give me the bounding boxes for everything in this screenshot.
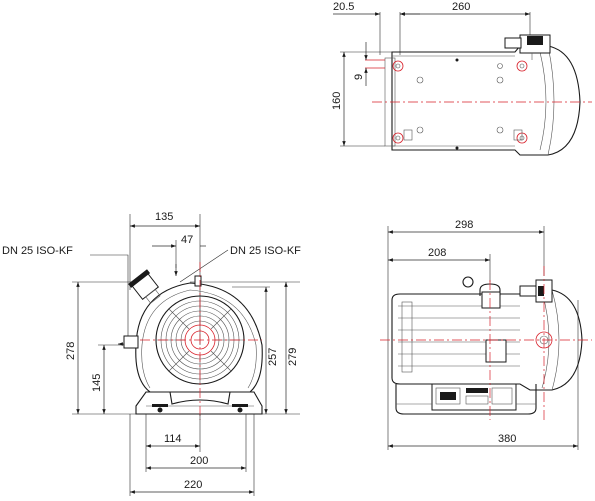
top-view: 20.5 260 [331, 1, 592, 156]
dim-160: 160 [331, 92, 343, 110]
dim-47: 47 [181, 234, 193, 246]
dim-278: 278 [65, 342, 77, 360]
dim-200: 200 [190, 455, 208, 467]
dim-9: 9 [353, 74, 365, 80]
dim-135: 135 [155, 211, 173, 223]
dim-145: 145 [91, 374, 103, 392]
dim-20-5: 20.5 [333, 1, 354, 13]
dim-208: 208 [428, 247, 446, 259]
dim-279: 279 [287, 348, 299, 366]
inlet-label: DN 25 ISO-KF [2, 245, 73, 257]
dim-257: 257 [267, 348, 279, 366]
dim-260: 260 [452, 1, 470, 13]
dim-220: 220 [184, 479, 202, 491]
side-view: 298 208 380 [380, 219, 592, 450]
dim-298: 298 [455, 219, 473, 231]
dim-380: 380 [498, 433, 516, 445]
front-view: DN 25 ISO-KF DN 25 ISO-KF 135 47 278 145… [2, 211, 301, 496]
dim-114: 114 [164, 433, 182, 445]
outlet-label: DN 25 ISO-KF [230, 245, 301, 257]
